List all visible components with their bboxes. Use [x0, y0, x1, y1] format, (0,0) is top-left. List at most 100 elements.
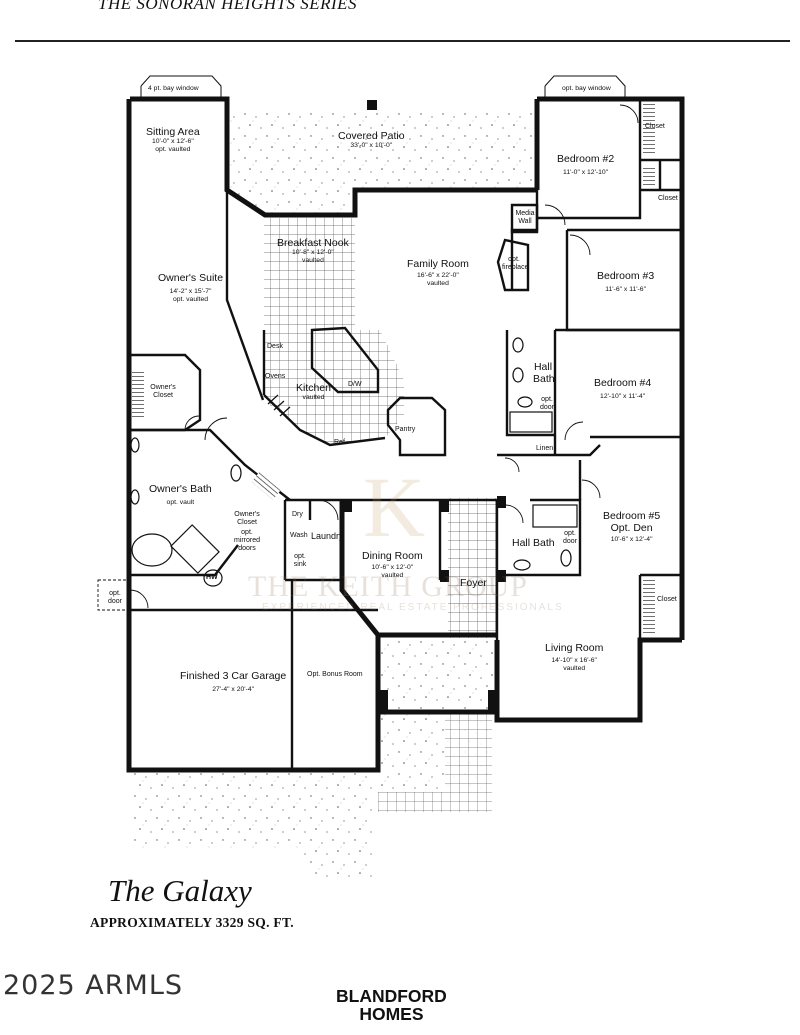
room-dims: 14'-10" x 16'-6": [551, 657, 597, 664]
room-dims: 11'-0" x 12'-10": [563, 169, 609, 176]
builder-line-1: BLANDFORD: [336, 986, 447, 1006]
room-breakfast-nook: Breakfast Nook 10'-8" x 12'-0" vaulted: [277, 237, 349, 265]
window-bedroom3: [679, 245, 685, 315]
room-note: vaulted: [381, 572, 404, 579]
room-hall-bath-1: Hall Bath: [533, 361, 555, 385]
door-garage: [129, 589, 149, 609]
door-bedroom5: [581, 479, 601, 499]
bay-window-label-right: opt. bay window: [562, 85, 611, 92]
column-6: [488, 690, 498, 710]
column-3: [440, 500, 449, 512]
room-name: Owner's Closet: [234, 511, 260, 526]
column-5: [378, 690, 388, 710]
watermark-name: THE KEITH GROUP: [248, 570, 528, 603]
window-bedroom5: [679, 475, 685, 560]
door-linen: [504, 457, 520, 473]
kitchen-counter: [262, 330, 386, 447]
room-name: Owner's Suite: [158, 272, 224, 284]
kitchen-tile: [264, 218, 404, 445]
door-bedroom3: [569, 234, 591, 256]
copyright: 2025 ARMLS: [3, 970, 184, 1001]
room-name: Finished 3 Car Garage: [180, 670, 287, 682]
room-dims: 27'-4" x 20'-4": [212, 686, 255, 693]
room-dims: 14'-2" x 15'-7": [169, 288, 212, 295]
room-kitchen: Kitchen vaulted: [296, 382, 331, 402]
room-dims: 12'-10" x 11'-4": [600, 393, 646, 400]
toilet-hall1: [517, 396, 533, 408]
covered-patio-surface: [227, 108, 537, 215]
window-patio: [382, 187, 532, 193]
media-wall: [510, 203, 539, 234]
opt-door-label-b5: opt. door: [562, 530, 577, 545]
room-family-room: Family Room 16'-6" x 22'-0" vaulted: [407, 258, 469, 288]
room-dims: 10'-0" x 12'-6": [151, 138, 194, 145]
walkway-tile: [378, 710, 492, 812]
room-note: vaulted: [301, 257, 324, 264]
series-title: THE SONORAN HEIGHTS SERIES: [98, 0, 358, 13]
room-sitting-area: Sitting Area 10'-0" x 12'-6" opt. vaulte…: [146, 126, 200, 154]
window-dining: [385, 632, 440, 638]
closet-rack-b5: [643, 580, 655, 635]
washer-label: Wash: [290, 532, 308, 539]
room-note: opt. vaulted: [172, 296, 209, 303]
fireplace-label: opt. fireplace: [502, 256, 529, 271]
dishwasher-label: D/W: [348, 381, 362, 388]
bedroom5-wall: [578, 460, 682, 577]
plan-title: The Galaxy: [108, 873, 252, 908]
driveway-surface: [130, 770, 375, 880]
room-sub: Opt. Den: [610, 522, 653, 534]
room-dims: 11'-6" x 11'-6": [605, 286, 646, 293]
room-owners-suite: Owner's Suite 14'-2" x 15'-7" opt. vault…: [158, 272, 223, 304]
tub-hall2: [532, 504, 578, 528]
room-hall-bath-2: Hall Bath: [512, 537, 555, 549]
room-name: Owner's Bath: [149, 483, 212, 495]
closet-wall-b2: [640, 158, 682, 190]
door-bedroom4: [564, 421, 584, 441]
toilet-hall2: [560, 549, 572, 567]
plan-area: APPROXIMATELY 3329 SQ. FT.: [90, 915, 294, 930]
room-note: opt. vaulted: [155, 146, 191, 153]
builder-logo: BLANDFORD HOMES: [336, 987, 447, 1023]
door-bedroom2-closet: [619, 104, 639, 124]
room-name: Covered Patio: [338, 130, 405, 142]
builder-line-2: HOMES: [359, 1004, 424, 1024]
toilet-owners: [230, 464, 242, 482]
linen-label: Linen: [536, 445, 554, 452]
room-owners-closet-2: Owner's Closet opt. mirrored doors: [229, 511, 265, 553]
column-1: [367, 100, 377, 110]
closet-rack-owners2: [251, 472, 281, 500]
room-bedroom-3: Bedroom #3 11'-6" x 11'-6": [597, 270, 654, 294]
pantry-label: Pantry: [395, 426, 416, 433]
opt-door-label-garage: opt. door: [107, 590, 122, 605]
room-name: Bedroom #5: [603, 510, 661, 522]
room-dims: 10'-8" x 12'-0": [291, 249, 334, 256]
sink-hall2: [513, 559, 531, 571]
bath2-wall: [500, 498, 582, 577]
column-2: [342, 500, 352, 512]
closet-rack-owners: [132, 372, 144, 417]
closet-label-b5: Closet: [657, 596, 677, 603]
sink-hall1-2: [512, 367, 524, 383]
window-sitting: [140, 75, 222, 98]
room-name: Bedroom #3: [597, 270, 655, 282]
garage-door-line: [140, 767, 372, 773]
room-note: vaulted: [426, 280, 449, 287]
window-owners: [126, 135, 132, 340]
pantry-wall: [386, 396, 447, 457]
room-name: Dining Room: [362, 550, 423, 562]
room-dims: 10'-6" x 12'-0": [371, 564, 414, 571]
room-bedroom-4: Bedroom #4 12'-10" x 11'-4": [594, 377, 651, 401]
header-rule: [15, 40, 790, 42]
water-heater-label: HW: [206, 574, 218, 581]
room-bonus: Opt. Bonus Room: [307, 671, 363, 678]
room-dining: Dining Room 10'-6" x 12'-0" vaulted: [362, 550, 423, 580]
door-laundry: [317, 499, 339, 521]
door-owners-closet: [184, 415, 200, 431]
sink-hall1-1: [512, 337, 524, 353]
room-name: Sitting Area: [146, 126, 200, 138]
room-garage: Finished 3 Car Garage 27'-4" x 20'-4": [180, 670, 286, 694]
room-owners-bath: Owner's Bath opt. vault: [149, 483, 212, 507]
room-dims: 10'-6" x 12'-4": [610, 536, 653, 543]
opt-door-label-b4: opt. door: [540, 396, 555, 411]
room-name: Living Room: [545, 642, 604, 654]
